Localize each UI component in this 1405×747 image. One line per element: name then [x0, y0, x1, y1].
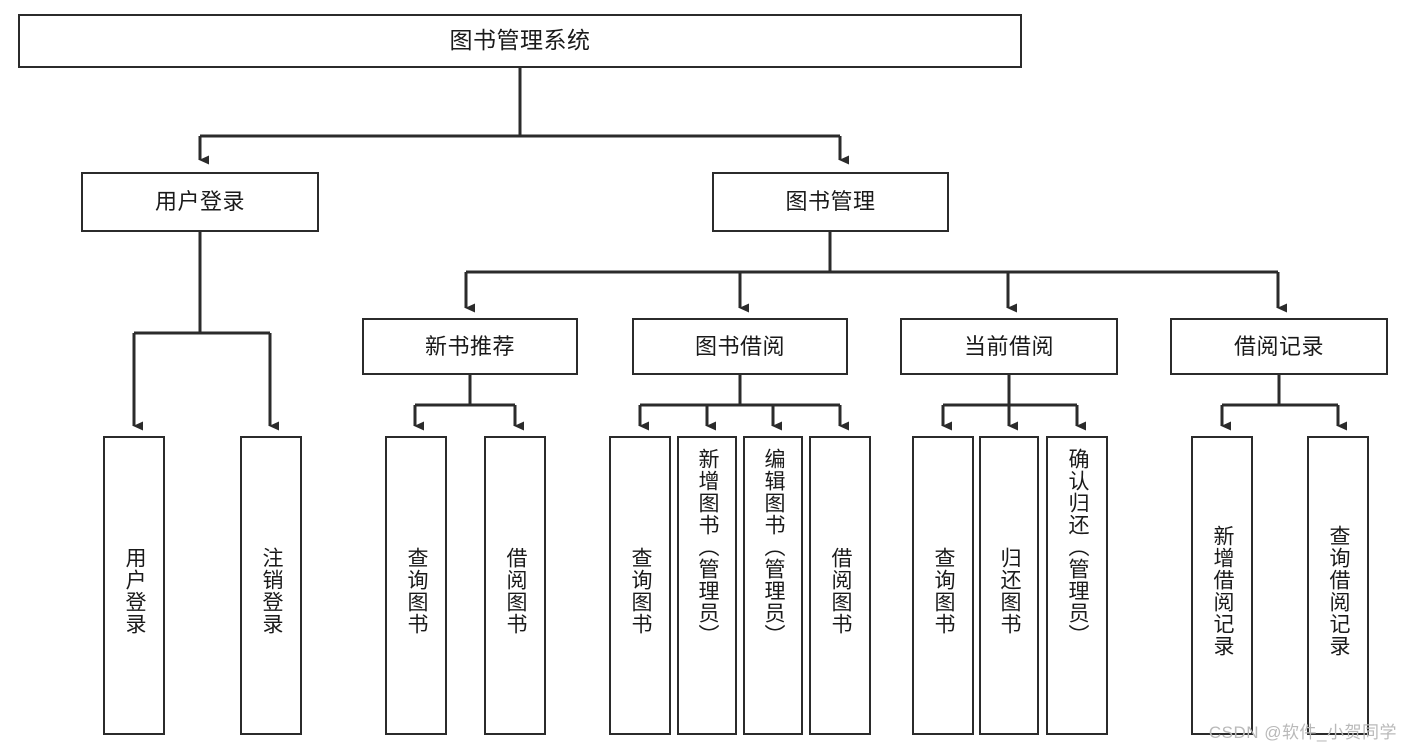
node-label: 借阅图书 [504, 546, 528, 635]
node-label: 借阅图书 [829, 546, 853, 635]
node-user-login[interactable]: 用户登录 [81, 172, 319, 232]
node-label: 图书借阅 [694, 333, 785, 359]
node-label: 用户登录 [123, 546, 147, 635]
node-label: 查询借阅记录 [1327, 524, 1351, 657]
node-new-book-recommend[interactable]: 新书推荐 [362, 318, 578, 375]
node-label: 新增借阅记录 [1211, 524, 1235, 657]
node-label: 当前借阅 [963, 333, 1054, 359]
leaf-confirm-return-admin[interactable]: 确认归还（管理员） [1046, 436, 1108, 735]
leaf-query-book-recommend[interactable]: 查询图书 [385, 436, 447, 735]
node-book-management[interactable]: 图书管理 [712, 172, 949, 232]
node-label: 查询图书 [405, 546, 429, 635]
node-label: 查询图书 [629, 546, 653, 635]
leaf-query-book-current[interactable]: 查询图书 [912, 436, 974, 735]
node-label: 图书管理系统 [449, 27, 591, 54]
node-label: 注销登录 [260, 546, 284, 635]
node-label: 确认归还（管理员） [1066, 448, 1090, 646]
node-label: 用户登录 [154, 189, 245, 215]
leaf-borrow-book[interactable]: 借阅图书 [809, 436, 871, 735]
leaf-user-login[interactable]: 用户登录 [103, 436, 165, 735]
leaf-query-borrow-record[interactable]: 查询借阅记录 [1307, 436, 1369, 735]
node-label: 编辑图书（管理员） [762, 448, 786, 646]
node-borrow-record[interactable]: 借阅记录 [1170, 318, 1388, 375]
node-root-system[interactable]: 图书管理系统 [18, 14, 1022, 68]
node-current-borrow[interactable]: 当前借阅 [900, 318, 1118, 375]
leaf-edit-book-admin[interactable]: 编辑图书（管理员） [743, 436, 803, 735]
leaf-add-borrow-record[interactable]: 新增借阅记录 [1191, 436, 1253, 735]
node-label: 查询图书 [932, 546, 956, 635]
node-label: 新书推荐 [424, 333, 515, 359]
leaf-query-book-borrow[interactable]: 查询图书 [609, 436, 671, 735]
leaf-add-book-admin[interactable]: 新增图书（管理员） [677, 436, 737, 735]
leaf-logout[interactable]: 注销登录 [240, 436, 302, 735]
node-label: 图书管理 [785, 189, 876, 215]
watermark-text: CSDN @软件_小贺同学 [1208, 723, 1397, 742]
node-label: 新增图书（管理员） [696, 448, 720, 646]
node-label: 归还图书 [998, 546, 1022, 635]
node-label: 借阅记录 [1233, 333, 1324, 359]
leaf-return-book[interactable]: 归还图书 [979, 436, 1039, 735]
leaf-borrow-book-recommend[interactable]: 借阅图书 [484, 436, 546, 735]
node-book-borrow[interactable]: 图书借阅 [632, 318, 848, 375]
